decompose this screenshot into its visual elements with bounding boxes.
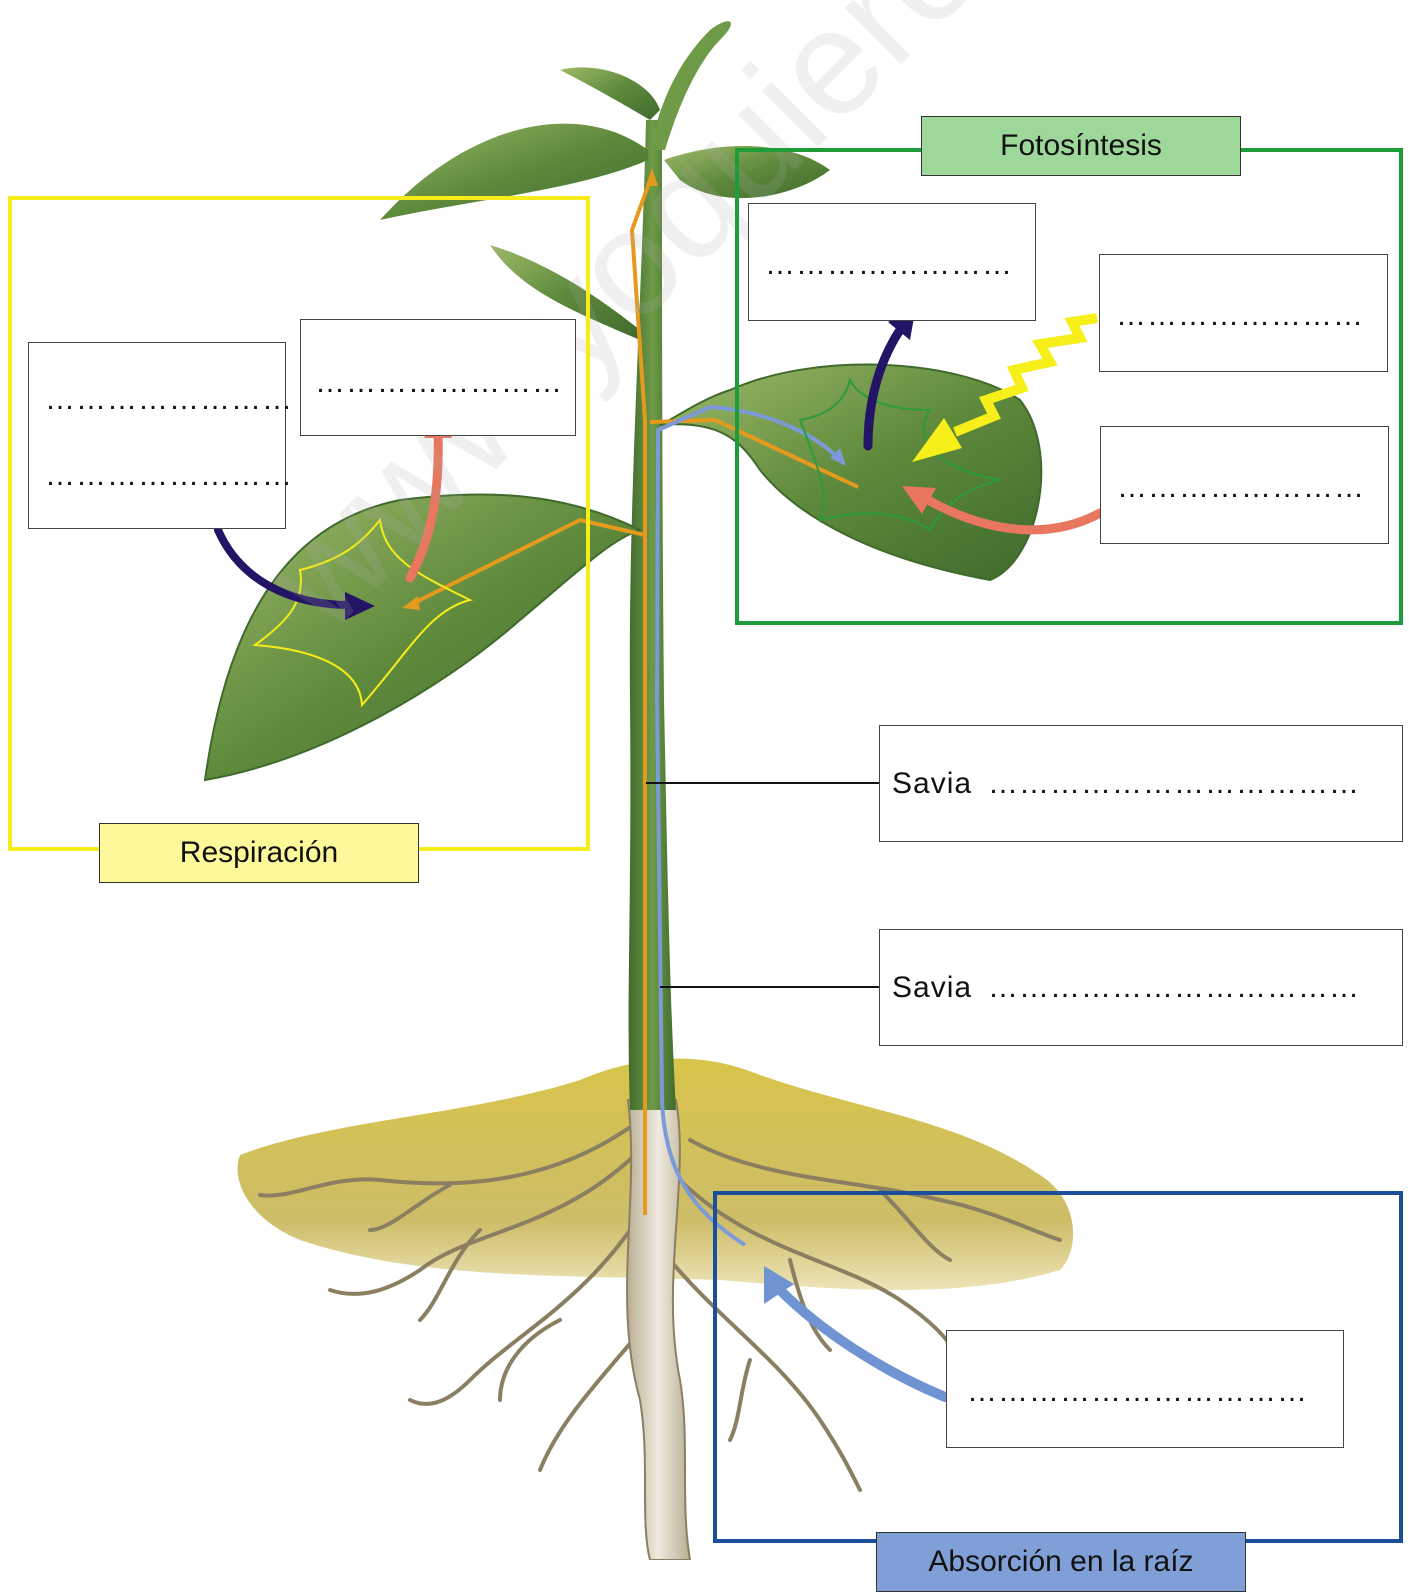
photosynthesis-in-arrow [923, 495, 1105, 535]
savia-blank-1: ……………………………… [988, 766, 1361, 800]
absorption-blank: …………………………… [967, 1375, 1308, 1408]
savia-label-2: Savia [892, 970, 973, 1004]
photosynthesis-light-arrowhead [912, 418, 962, 462]
photosynthesis-in-arrowhead [902, 486, 936, 514]
top-leaf-left [560, 67, 660, 120]
absorption-arrowhead [764, 1266, 794, 1304]
upper-leaf-right [664, 146, 830, 199]
small-leaf-left [490, 245, 640, 340]
photosynthesis-title: Fotosíntesis [921, 116, 1241, 176]
photosynthesis-input-blank: …………………… [1117, 471, 1365, 504]
photosynthesis-star [798, 377, 1001, 532]
absorption-arrow [775, 1285, 950, 1402]
respiration-input-blank-2: …………………… [45, 459, 293, 492]
sap-orange-line [409, 174, 859, 1215]
upper-leaf-left [380, 123, 648, 220]
savia-label-1: Savia [892, 766, 973, 800]
photosynthesis-light-arrow [953, 313, 1098, 437]
photosynthesis-light-box[interactable]: …………………… [1099, 254, 1388, 372]
photosynthesis-out-arrow [863, 325, 905, 451]
absorption-title: Absorción en la raíz [876, 1532, 1246, 1592]
respiration-title: Respiración [99, 823, 419, 883]
respiration-in-arrowhead [345, 592, 375, 620]
savia-blank-2: ……………………………… [988, 970, 1361, 1004]
respiration-star [252, 517, 473, 708]
savia-box-1[interactable]: Savia ……………………………… [879, 725, 1403, 842]
respiration-output-blank: …………………… [315, 366, 563, 399]
savia-box-2[interactable]: Savia ……………………………… [879, 929, 1403, 1046]
leaf-right [659, 363, 1043, 582]
respiration-output-box[interactable]: …………………… [300, 319, 576, 436]
plant-illustration [203, 21, 1105, 1560]
sap-blue-arrowhead [830, 448, 846, 466]
photosynthesis-input-box[interactable]: …………………… [1100, 426, 1389, 544]
sap-orange-arrowhead-left [402, 596, 420, 610]
respiration-in-arrow [214, 526, 354, 609]
photosynthesis-light-blank: …………………… [1116, 299, 1364, 332]
respiration-input-blank-1: …………………… [45, 383, 293, 416]
absorption-box[interactable]: …………………………… [946, 1330, 1344, 1448]
respiration-input-box[interactable]: …………………… …………………… [28, 342, 292, 529]
photosynthesis-output-blank: …………………… [765, 248, 1013, 281]
respiration-out-arrow [405, 425, 443, 583]
sap-blue-line [655, 405, 840, 1247]
photosynthesis-output-box[interactable]: …………………… [748, 203, 1036, 321]
top-bud [650, 21, 731, 150]
sap-orange-arrowhead-top [646, 168, 658, 186]
taproot [626, 1099, 692, 1560]
